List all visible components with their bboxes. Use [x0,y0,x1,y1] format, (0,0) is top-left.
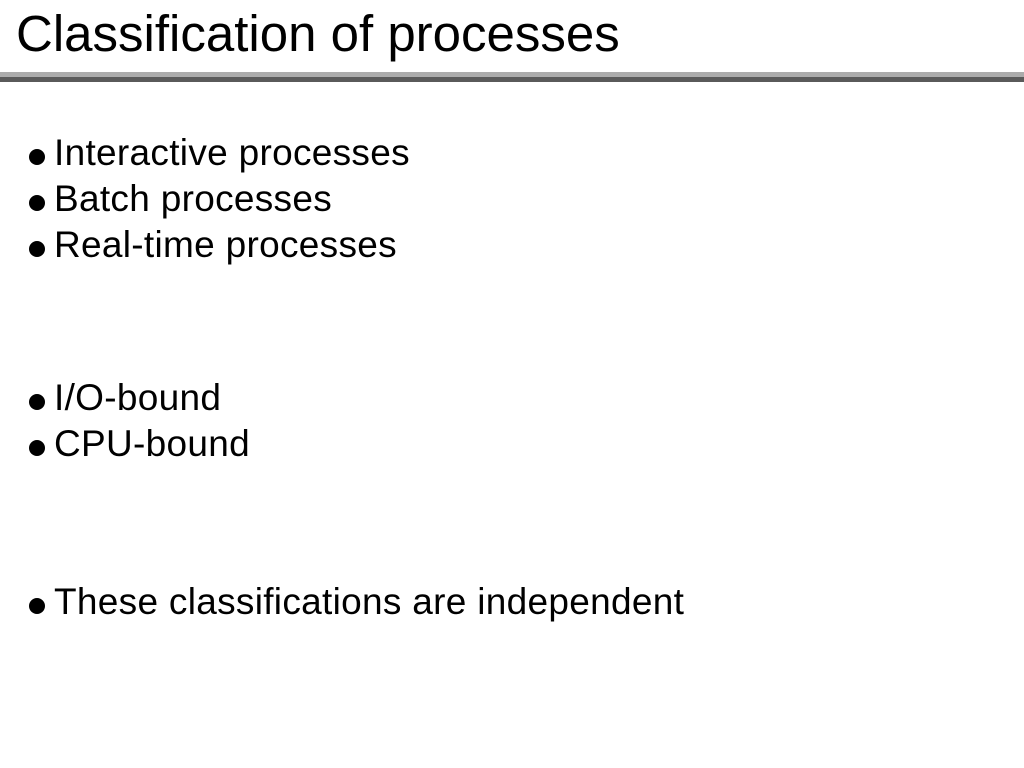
list-item-label: CPU-bound [54,423,251,464]
bullet-circle-icon [29,149,45,165]
list-item: Batch processes [0,176,1024,222]
page-title: Classification of processes [16,5,620,62]
list-item-label: These classifications are independent [54,581,685,622]
bullet-group-process-types: Interactive processes Batch processes Re… [0,130,1024,268]
divider-dark-band [0,77,1024,82]
title-divider [0,72,1024,82]
list-item: I/O-bound [0,375,1024,421]
bullet-circle-icon [29,241,45,257]
list-item-label: Batch processes [54,178,333,219]
list-item-label: I/O-bound [54,377,222,418]
list-item: Real-time processes [0,222,1024,268]
bullet-circle-icon [29,394,45,410]
list-item: Interactive processes [0,130,1024,176]
bullet-group-note: These classifications are independent [0,579,1024,625]
bullet-circle-icon [29,440,45,456]
list-item: These classifications are independent [0,579,1024,625]
list-item: CPU-bound [0,421,1024,467]
bullet-group-bound-types: I/O-bound CPU-bound [0,375,1024,467]
bullet-circle-icon [29,598,45,614]
list-item-label: Interactive processes [54,132,410,173]
divider-light-band [0,72,1024,77]
list-item-label: Real-time processes [54,224,397,265]
bullet-circle-icon [29,195,45,211]
